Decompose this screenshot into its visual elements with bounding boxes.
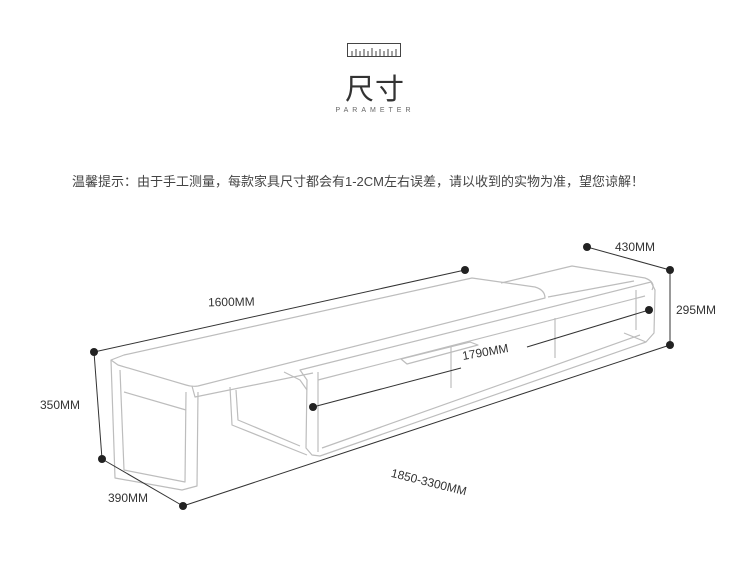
dim-line-1850 — [182, 344, 671, 507]
label-extension-depth: 430MM — [615, 240, 656, 254]
label-extension-height: 295MM — [676, 303, 717, 317]
label-height: 350MM — [40, 398, 81, 412]
dimension-dots — [90, 243, 674, 510]
dim-line-1600 — [93, 269, 466, 353]
label-depth: 390MM — [108, 491, 149, 505]
dim-dot — [666, 341, 674, 349]
dim-dot — [461, 266, 469, 274]
dim-line-350 — [93, 351, 103, 460]
dim-dot — [98, 455, 106, 463]
dim-dot — [666, 266, 674, 274]
dim-dot — [645, 306, 653, 314]
dim-dot — [309, 403, 317, 411]
dim-line-1790-b — [526, 309, 650, 348]
dim-dot — [90, 348, 98, 356]
dim-dot — [583, 243, 591, 251]
measurement-notice: 温馨提示：由于手工测量，每款家具尺寸都会有1-2CM左右误差，请以收到的实物为准… — [72, 174, 645, 189]
dim-dot — [179, 502, 187, 510]
dimension-lines — [93, 246, 671, 507]
page-subtitle: PARAMETER — [335, 107, 415, 114]
ruler-icon — [347, 43, 401, 57]
furniture-outline — [110, 265, 656, 491]
dim-line-1790-a — [312, 367, 462, 408]
page-title: 尺寸 — [344, 72, 405, 106]
dim-line-430 — [586, 246, 671, 271]
dim-line-390 — [101, 458, 184, 507]
label-top-length: 1600MM — [207, 294, 255, 310]
